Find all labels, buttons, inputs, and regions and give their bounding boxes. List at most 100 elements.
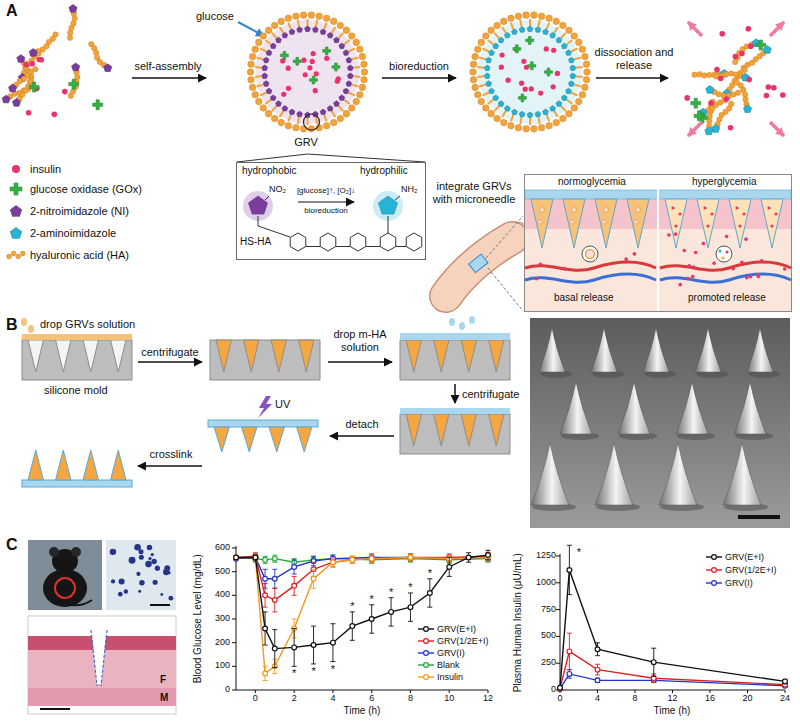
glucose-chart-part	[330, 555, 335, 556]
microneedle-inset-outline-part	[756, 273, 760, 277]
step-label: crosslink	[136, 448, 206, 461]
microneedle-inset-outline-part	[671, 206, 674, 209]
microneedle-inset-outline-part	[678, 212, 681, 215]
legend-text: GRV(I)	[437, 648, 465, 658]
glucose-chart-part	[447, 565, 452, 570]
legend-swatch-part	[7, 254, 12, 259]
histology-section-part	[101, 630, 107, 686]
glucose-chart-part	[272, 646, 277, 651]
glucose-chart-part	[408, 561, 413, 562]
microneedle-inset-outline-part	[783, 267, 787, 271]
vesicle-node-outline-part	[344, 40, 350, 44]
insulin-chart-part	[595, 667, 600, 672]
stained-skin-photo	[106, 540, 176, 610]
reduced-vesicle-part	[500, 119, 507, 126]
sem-micrograph-part	[659, 443, 697, 505]
fabrication-steps-part	[21, 318, 27, 326]
reduced-vesicle-part	[519, 111, 525, 116]
vesicle-node-outline-part	[248, 61, 255, 68]
histology-section-part	[40, 708, 70, 710]
microneedle-inset: normoglycemiahyperglycemiabasal releasep…	[524, 174, 792, 312]
dissociated-vesicle-part	[723, 72, 729, 78]
vesicle-node-outline-part	[316, 20, 317, 27]
vesicle-node-outline-part	[252, 91, 259, 98]
reduced-vesicle-part	[547, 115, 550, 122]
vesicle-node-outline-part	[352, 85, 359, 87]
microneedle-inset-outline-part	[716, 246, 732, 262]
microneedle-inset-outline-part	[767, 206, 770, 209]
axis-title: Blood Glucose Level (mg/dL)	[192, 539, 204, 699]
glucose-chart-part	[253, 555, 258, 560]
axis-tick-label: 200	[202, 637, 230, 647]
reduced-vesicle-part	[479, 85, 486, 87]
vesicle-node-outline-part	[343, 110, 350, 117]
panel-letter: B	[6, 316, 18, 334]
legend-text: glucose oxidase (GOx)	[30, 183, 142, 196]
vesicle-node-outline-part	[310, 59, 315, 64]
part-label: silicone mold	[44, 384, 108, 397]
reduced-vesicle-part	[512, 109, 518, 114]
insulin-chart-part	[672, 690, 673, 693]
fabrication-steps-part	[297, 427, 312, 452]
microneedle-inset-outline-part	[691, 275, 695, 279]
microneedle-inset-outline-part	[725, 235, 729, 239]
vesicle-node-outline-part	[313, 88, 318, 93]
legend-item: 2-nitroimidazole (NI)	[6, 204, 129, 218]
reduced-vesicle-part	[538, 20, 539, 27]
legend-text: Insulin	[437, 672, 463, 682]
reduced-vesicle-part	[483, 48, 489, 51]
insulin-chart-part	[556, 556, 560, 557]
vesicle-node-outline-part	[305, 26, 311, 31]
vesicle-node-outline-part	[344, 100, 350, 104]
reduced-vesicle-part	[505, 106, 511, 111]
vesicle-node-outline-part	[323, 15, 330, 22]
reduced-vesicle-part	[544, 46, 549, 51]
reduced-vesicle-part	[535, 27, 541, 32]
fabrication-steps-part	[400, 408, 510, 414]
mouse-photo-part	[28, 540, 102, 610]
microneedle-inset-outline-part	[657, 188, 659, 311]
step-label: self-assembly	[128, 60, 208, 73]
microneedle-inset-outline-part	[683, 249, 687, 253]
insulin-chart-part	[595, 655, 600, 656]
vesicle-node-outline-part	[316, 13, 323, 20]
chemistry-inset-outline-part	[265, 196, 269, 200]
node-text: promoted release	[686, 292, 768, 304]
reduced-vesicle-part	[569, 81, 575, 86]
vesicle-node-outline-part	[327, 106, 333, 111]
reduced-vesicle-part	[547, 23, 550, 30]
chemistry-inset-outline-part	[336, 246, 350, 247]
reduced-vesicle-part	[472, 53, 479, 60]
reduced-vesicle-part	[538, 91, 543, 96]
dissociated-vesicle-part	[728, 71, 734, 77]
dissociated-vesicle-part	[702, 73, 708, 79]
microneedle-inset-outline-part	[627, 199, 649, 248]
vesicle-node-outline-part	[359, 53, 366, 60]
dissociated-vesicle-part	[766, 84, 772, 90]
free-polymer-chains-part	[39, 57, 45, 63]
microneedle-inset-outline-part	[586, 250, 595, 259]
insulin-chart-part	[635, 690, 636, 693]
reduced-vesicle-part	[543, 109, 549, 114]
fabrication-steps-part	[28, 340, 43, 372]
insulin-chart-part	[747, 690, 748, 693]
legend-swatch-part	[10, 228, 21, 239]
chemistry-inset-outline-part	[298, 201, 354, 202]
node-text: [glucose]↑, [O₂]↓	[286, 186, 366, 195]
reduced-vesicle-part	[527, 112, 533, 117]
reduced-vesicle-part	[518, 94, 526, 102]
vesicle-node-outline-part	[255, 75, 262, 78]
vesicle-node-outline-part	[339, 43, 345, 48]
insulin-chart-part	[567, 669, 572, 670]
vesicle-node-outline-part	[301, 58, 306, 63]
vesicle-node-outline-part	[288, 115, 291, 122]
glucose-chart-part	[234, 555, 239, 560]
reduced-vesicle-part	[561, 43, 567, 48]
vesicle-node-outline-part	[324, 23, 327, 30]
glucose-chart-part	[263, 671, 268, 676]
reduced-vesicle-part	[493, 95, 499, 100]
axis-tick-label: 10	[437, 693, 461, 703]
insulin-chart-part	[567, 545, 572, 546]
legend-item: GRV(I)	[706, 578, 753, 588]
fabrication-steps-part	[269, 427, 284, 452]
